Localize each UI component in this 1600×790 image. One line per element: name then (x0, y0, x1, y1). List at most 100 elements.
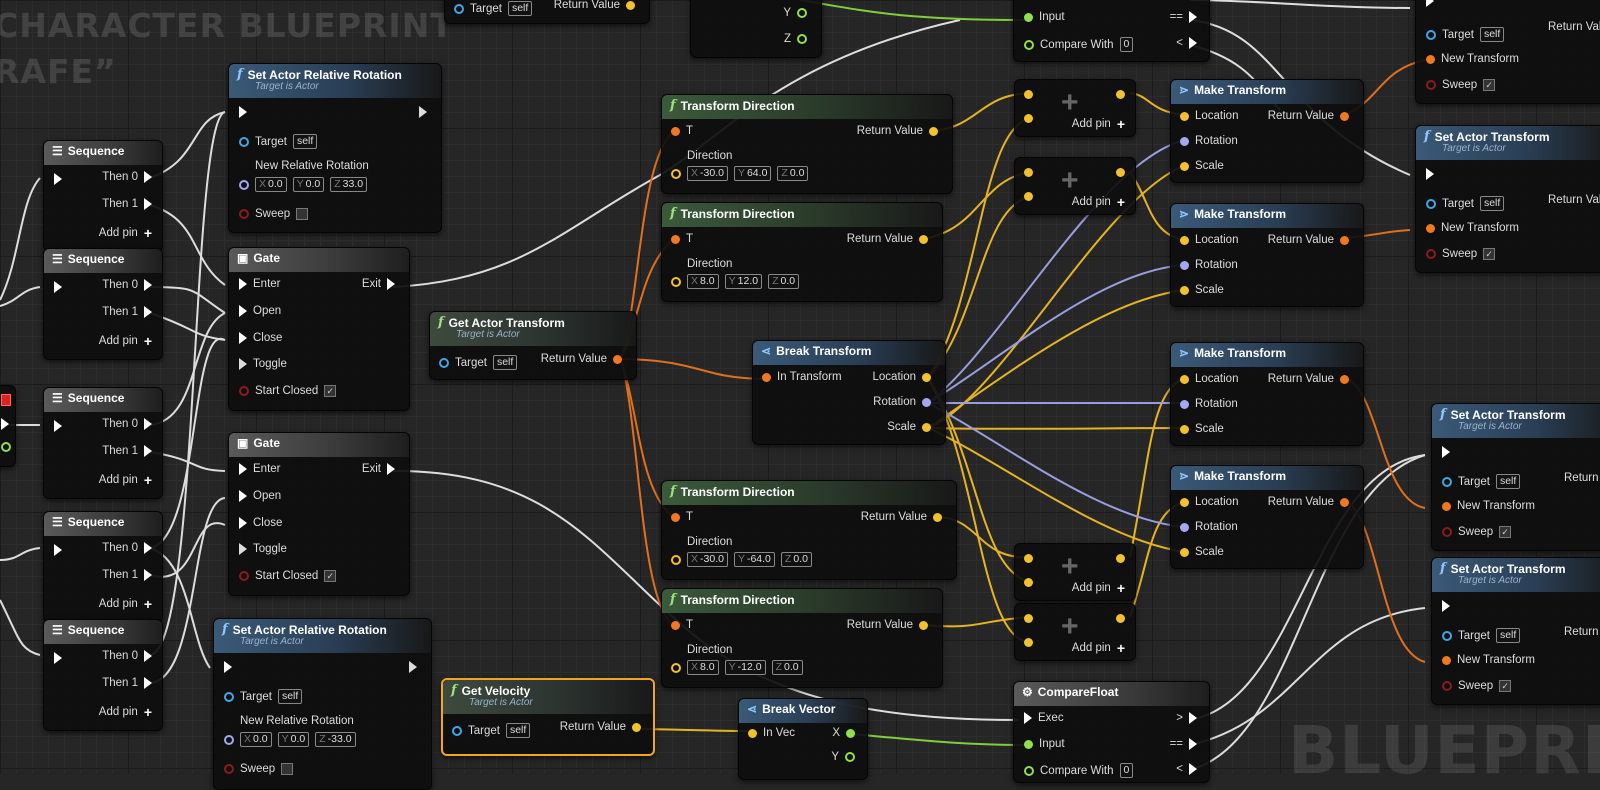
toggle-pin[interactable] (239, 543, 247, 555)
sweep-pin[interactable] (1426, 80, 1436, 90)
sweep-pin[interactable] (1442, 527, 1452, 537)
input-pin[interactable] (1024, 739, 1033, 749)
add-pin-button[interactable]: Add pin (1071, 118, 1111, 130)
return-value-pin[interactable] (613, 354, 622, 364)
self-value[interactable]: self (277, 689, 303, 704)
node-sequence-3[interactable]: ☰Sequence Then 0 Then 1 Add pin+ (43, 387, 163, 499)
self-value[interactable]: self (505, 723, 531, 738)
x-pin[interactable] (846, 728, 855, 738)
target-pin[interactable] (454, 3, 464, 14)
eq-exec-pin[interactable] (1189, 738, 1197, 750)
exec-in-pin[interactable] (1442, 600, 1450, 612)
open-pin[interactable] (239, 490, 247, 502)
target-pin[interactable] (224, 691, 234, 702)
node-break-vector[interactable]: ⋖Break Vector In Vec X Y (738, 698, 868, 780)
self-value[interactable]: self (292, 134, 318, 149)
rotation-pin[interactable] (1180, 260, 1189, 270)
t-pin[interactable] (671, 126, 680, 136)
return-pin[interactable] (1116, 554, 1125, 563)
add-pin-button[interactable]: Add pin (1071, 642, 1111, 654)
return-value-pin[interactable] (919, 234, 928, 244)
add-pin-button[interactable]: Add pin (1071, 582, 1111, 594)
exec-in-pin[interactable] (54, 281, 62, 293)
add-pin-button[interactable]: Add pin (1071, 196, 1111, 208)
then1-pin[interactable] (144, 569, 152, 581)
then1-pin[interactable] (144, 198, 152, 210)
plus-icon[interactable]: + (143, 225, 152, 241)
sweep-checkbox[interactable]: ✓ (1483, 248, 1496, 260)
then1-pin[interactable] (144, 677, 152, 689)
y-pin[interactable] (797, 8, 807, 18)
sweep-checkbox[interactable]: ✓ (1499, 680, 1512, 692)
return-pin[interactable] (1116, 90, 1125, 99)
close-pin[interactable] (239, 517, 247, 529)
sweep-pin[interactable] (239, 209, 249, 219)
location-pin[interactable] (1180, 497, 1189, 507)
node-add-vector-1[interactable]: + Add pin+ (1014, 79, 1136, 137)
scale-pin[interactable] (1180, 424, 1189, 434)
b-pin[interactable] (1024, 192, 1033, 201)
sweep-pin[interactable] (1426, 249, 1436, 259)
b-pin[interactable] (1024, 114, 1033, 123)
new-transform-pin[interactable] (1442, 655, 1451, 665)
exec-in-pin[interactable] (54, 173, 62, 185)
return-value-pin[interactable] (632, 722, 641, 732)
plus-icon[interactable]: + (1116, 640, 1125, 656)
node-add-vector-4[interactable]: + Add pin+ (1014, 603, 1136, 661)
self-value[interactable]: self (1495, 628, 1521, 643)
start-closed-pin[interactable] (239, 571, 249, 581)
plus-icon[interactable]: + (143, 333, 152, 349)
exec-in-pin[interactable] (54, 420, 62, 432)
target-pin[interactable] (1426, 29, 1436, 40)
a-pin[interactable] (1024, 614, 1033, 623)
direction-pin[interactable] (671, 276, 681, 287)
bool-pin[interactable] (1, 442, 11, 452)
then1-pin[interactable] (144, 306, 152, 318)
gt-exec-pin[interactable] (1189, 712, 1197, 724)
exec-out-pin[interactable] (419, 106, 427, 118)
sweep-checkbox[interactable]: ✓ (1499, 526, 1512, 538)
new-transform-pin[interactable] (1442, 501, 1451, 511)
node-make-transform-2[interactable]: ⋗Make Transform Location Return Value Ro… (1170, 203, 1364, 307)
y-pin[interactable] (845, 752, 855, 762)
exit-pin[interactable] (387, 278, 395, 290)
direction-y-field[interactable]: Y-64.0 (733, 552, 775, 567)
self-value[interactable]: self (1479, 27, 1505, 42)
new-transform-pin[interactable] (1426, 54, 1435, 64)
sweep-checkbox[interactable] (296, 208, 309, 220)
plus-icon[interactable]: + (1116, 116, 1125, 132)
node-sequence-4[interactable]: ☰Sequence Then 0 Then 1 Add pin+ (43, 511, 163, 623)
node-sequence-5[interactable]: ☰Sequence Then 0 Then 1 Add pin+ (43, 619, 163, 731)
enter-pin[interactable] (239, 463, 247, 475)
compare-with-pin[interactable] (1024, 765, 1034, 776)
self-value[interactable]: self (507, 1, 533, 16)
b-pin[interactable] (1024, 578, 1033, 587)
exec-in-pin[interactable] (54, 652, 62, 664)
direction-pin[interactable] (671, 168, 681, 179)
return-pin[interactable] (1116, 168, 1125, 177)
node-gate-2[interactable]: ▣Gate Enter Exit Open Close Toggle Start… (228, 432, 410, 596)
exec-in-pin[interactable] (54, 544, 62, 556)
then0-pin[interactable] (144, 418, 152, 430)
rotation-pin[interactable] (922, 397, 931, 407)
exec-out-pin[interactable] (409, 661, 417, 673)
node-sequence-2[interactable]: ☰Sequence Then 0 Then 1 Add pin+ (43, 248, 163, 360)
node-make-transform-4[interactable]: ⋗Make Transform Location Return Value Ro… (1170, 465, 1364, 569)
